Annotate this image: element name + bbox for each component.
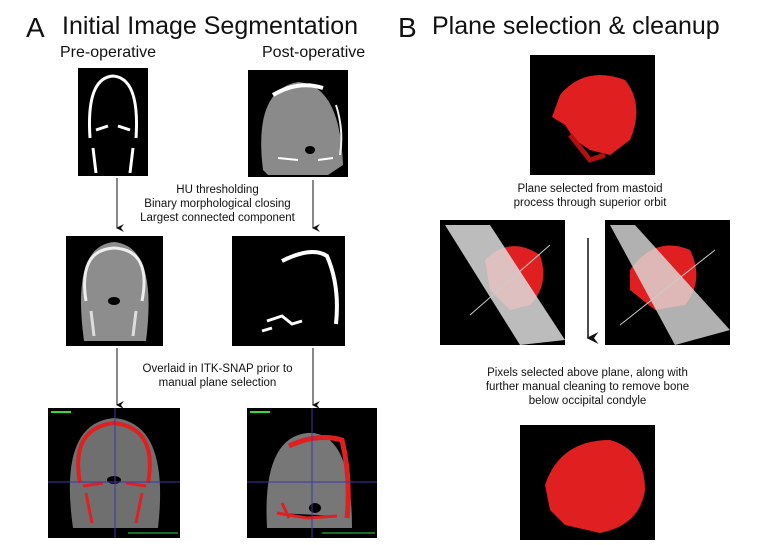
post-op-itksnap-overlay	[247, 408, 377, 538]
cleanup-caption: Pixels selected above plane, along with …	[465, 366, 710, 408]
caption-line: process through superior orbit	[513, 197, 667, 209]
caption-line: Pixels selected above plane, along with	[487, 367, 688, 379]
segmentation-steps-caption: HU thresholding Binary morphological clo…	[110, 183, 325, 225]
skull-with-plane-left	[440, 220, 565, 345]
caption-line: further manual cleaning to remove bone	[485, 381, 690, 393]
pre-op-thresholded-image	[66, 236, 163, 346]
pre-op-itksnap-overlay	[48, 408, 180, 538]
caption-line: manual plane selection	[158, 377, 277, 389]
panel-a-letter: A	[26, 12, 45, 43]
caption-line: Largest connected component	[140, 212, 295, 224]
panel-b-title: Plane selection & cleanup	[432, 12, 720, 40]
panel-a-title: Initial Image Segmentation	[62, 12, 359, 40]
plane-selection-caption: Plane selected from mastoid process thro…	[490, 182, 690, 210]
caption-line: HU thresholding	[176, 184, 259, 196]
skull-with-plane-right	[605, 220, 730, 345]
caption-line: Binary morphological closing	[144, 198, 291, 210]
panel-b-letter: B	[398, 12, 417, 43]
cleaned-skull-render	[520, 425, 655, 540]
caption-line: Overlaid in ITK-SNAP prior to	[142, 363, 293, 375]
pre-operative-label: Pre-operative	[60, 44, 157, 61]
post-operative-label: Post-operative	[262, 44, 366, 61]
skull-3d-render	[530, 55, 655, 175]
caption-line: below occipital condyle	[528, 395, 647, 407]
overlay-caption: Overlaid in ITK-SNAP prior to manual pla…	[110, 362, 325, 390]
post-op-ct-image	[248, 70, 348, 177]
post-op-thresholded-image	[232, 236, 345, 346]
pre-op-ct-image	[78, 68, 148, 176]
caption-line: Plane selected from mastoid	[517, 183, 663, 195]
